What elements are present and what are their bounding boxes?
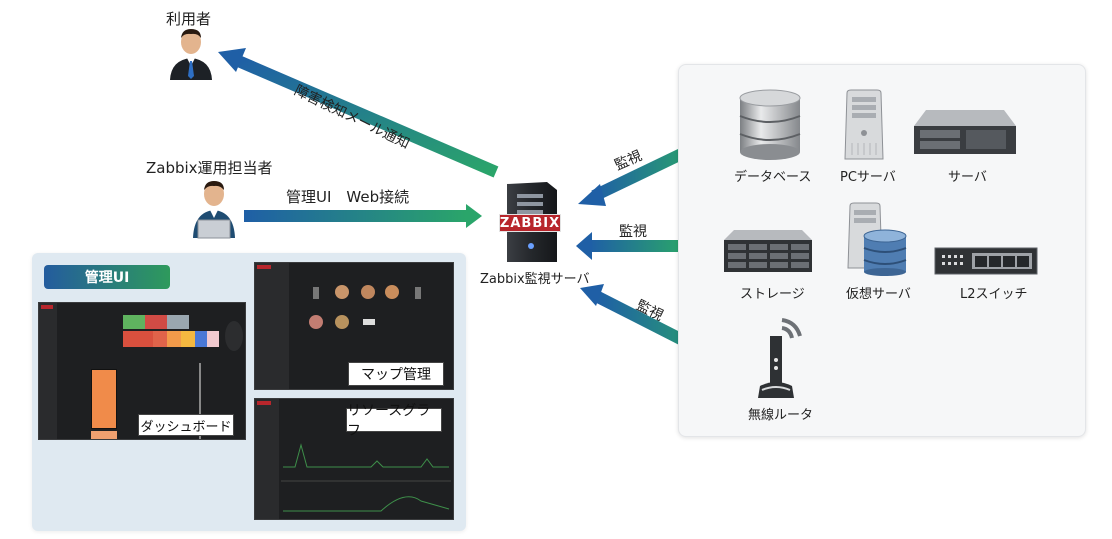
pc-server-icon [844, 89, 884, 160]
management-ui-title: 管理UI [44, 265, 170, 289]
alert-mail-arrow [218, 48, 499, 178]
web-access-label: 管理UI Web接続 [286, 188, 410, 206]
database-icon [739, 89, 801, 160]
rack-server-icon [914, 110, 1016, 154]
device-label-virtual-server: 仮想サーバ [846, 287, 911, 302]
wireless-router-icon [758, 318, 802, 398]
operator-laptop-icon [193, 181, 235, 239]
monitor-label-2: 監視 [619, 224, 647, 240]
device-label-l2-switch: L2スイッチ [960, 287, 1028, 302]
operator-label: Zabbix運用担当者 [146, 159, 273, 177]
dashboard-caption: ダッシュボード [138, 414, 234, 436]
zabbix-badge: ZABBIX [499, 214, 561, 232]
web-access-arrow [244, 204, 482, 228]
l2-switch-icon [934, 247, 1038, 275]
map-screenshot[interactable] [254, 262, 454, 390]
graph-lines [281, 443, 451, 512]
storage-icon [724, 230, 812, 272]
device-label-wireless-router: 無線ルータ [748, 408, 814, 423]
device-label-rack-server: サーバ [948, 170, 987, 185]
end-user-label: 利用者 [166, 10, 212, 28]
resource-graph-caption: リソースグラフ [346, 403, 442, 439]
map-caption: マップ管理 [348, 362, 444, 386]
device-label-storage: ストレージ [740, 287, 805, 302]
device-label-database: データベース [734, 170, 812, 185]
businessman-icon [170, 29, 212, 80]
device-label-pc-server: PCサーバ [840, 170, 896, 185]
virtual-server-icon [847, 202, 907, 276]
server-label: Zabbix監視サーバ [480, 272, 590, 287]
